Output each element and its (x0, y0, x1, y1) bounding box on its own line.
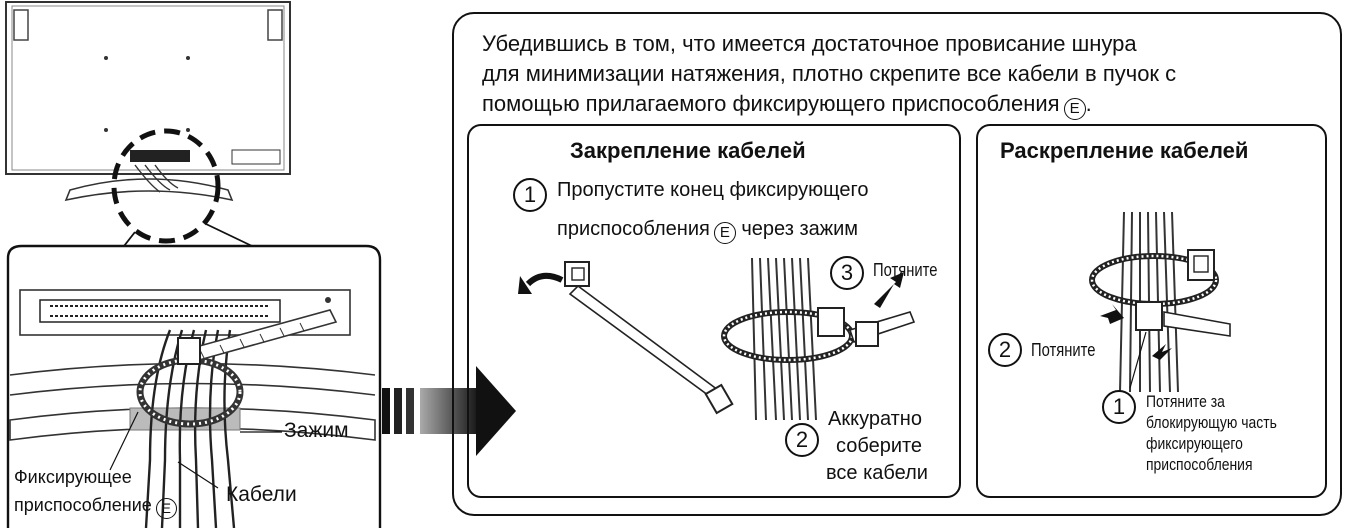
unfastening-step2-label: Потяните (1031, 340, 1096, 360)
unfastening-panel (976, 124, 1327, 498)
intro-line-3-text: помощью прилагаемого фиксирующего приспо… (482, 91, 1060, 116)
clamp-label: Зажим (284, 419, 349, 442)
symbol-e-icon: E (713, 222, 736, 244)
fastening-step2-line3: все кабели (826, 462, 928, 484)
intro-line-1: Убедившись в том, что имеется достаточно… (482, 31, 1137, 56)
step-number-2: 2 (785, 423, 819, 457)
cable-tie-illustration (518, 257, 916, 421)
step-number-1: 1 (513, 178, 547, 212)
step-number-3: 3 (830, 256, 864, 290)
band-label-line1: Фиксирующее (14, 467, 132, 487)
band-label-text: приспособление (14, 495, 152, 515)
cable-release-illustration (1089, 211, 1231, 393)
main-panel (452, 12, 1342, 516)
cables-label: Кабели (226, 483, 297, 506)
step-number-1: 1 (1102, 390, 1136, 424)
intro-line-3: помощью прилагаемого фиксирующего приспо… (482, 91, 1092, 120)
fastening-step1-line2-text: приспособления (557, 218, 710, 240)
tv-rear-illustration (5, 1, 291, 244)
arrow-right-icon (382, 366, 516, 456)
unfastening-step1-line4: приспособления (1146, 455, 1253, 474)
unfastening-step1-line3: фиксирующего (1146, 434, 1243, 453)
fastening-step1-line1: Пропустите конец фиксирующего (557, 179, 869, 201)
fastening-panel (467, 124, 961, 498)
fastening-step2-line2: соберите (836, 435, 923, 457)
step-number-2: 2 (988, 333, 1022, 367)
unfastening-step1-line2: блокирующую часть (1146, 413, 1277, 432)
fastening-step1-line2-end: через зажим (741, 218, 859, 240)
symbol-e-icon: E (1063, 98, 1086, 120)
fastening-title: Закрепление кабелей (570, 138, 806, 163)
cable-detail-closeup (6, 223, 382, 528)
symbol-e-icon: E (155, 498, 177, 519)
unfastening-title: Раскрепление кабелей (1000, 138, 1249, 163)
intro-line-2: для минимизации натяжения, плотно скрепи… (482, 61, 1177, 86)
fastening-step2-line1: Аккуратно (828, 408, 922, 430)
fastening-step3-label: Потяните (873, 260, 938, 280)
unfastening-step1-line1: Потяните за (1146, 392, 1225, 411)
